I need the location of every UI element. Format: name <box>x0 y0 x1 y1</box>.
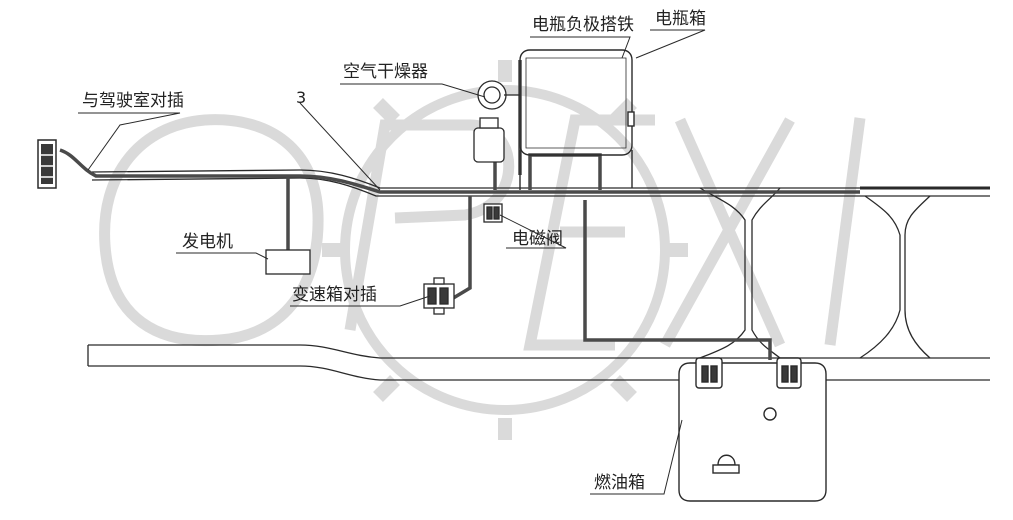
fuel-tank-label: 燃油箱 <box>594 473 645 493</box>
air-dryer-label: 空气干燥器 <box>343 62 428 82</box>
solenoid-valve-label: 电磁阀 <box>512 229 563 249</box>
generator-box <box>265 249 311 275</box>
gearbox-connector-label: 变速箱对插 <box>292 285 377 305</box>
battery-negative-ground-label: 电瓶负极搭铁 <box>532 15 634 35</box>
opex-watermark <box>99 60 866 440</box>
solenoid-valve-icon <box>483 203 503 223</box>
generator-label: 发电机 <box>182 232 233 252</box>
chassis-frame <box>87 169 990 381</box>
cab-connector-label: 与驾驶室对插 <box>82 91 184 111</box>
battery-box-label: 电瓶箱 <box>655 9 706 29</box>
leader-lines <box>78 29 706 495</box>
battery-box <box>519 49 635 190</box>
callout-number: 3 <box>296 88 306 107</box>
fuel-tank <box>678 357 827 502</box>
cab-connector-icon <box>37 139 57 189</box>
air-dryer-icon <box>473 80 520 163</box>
